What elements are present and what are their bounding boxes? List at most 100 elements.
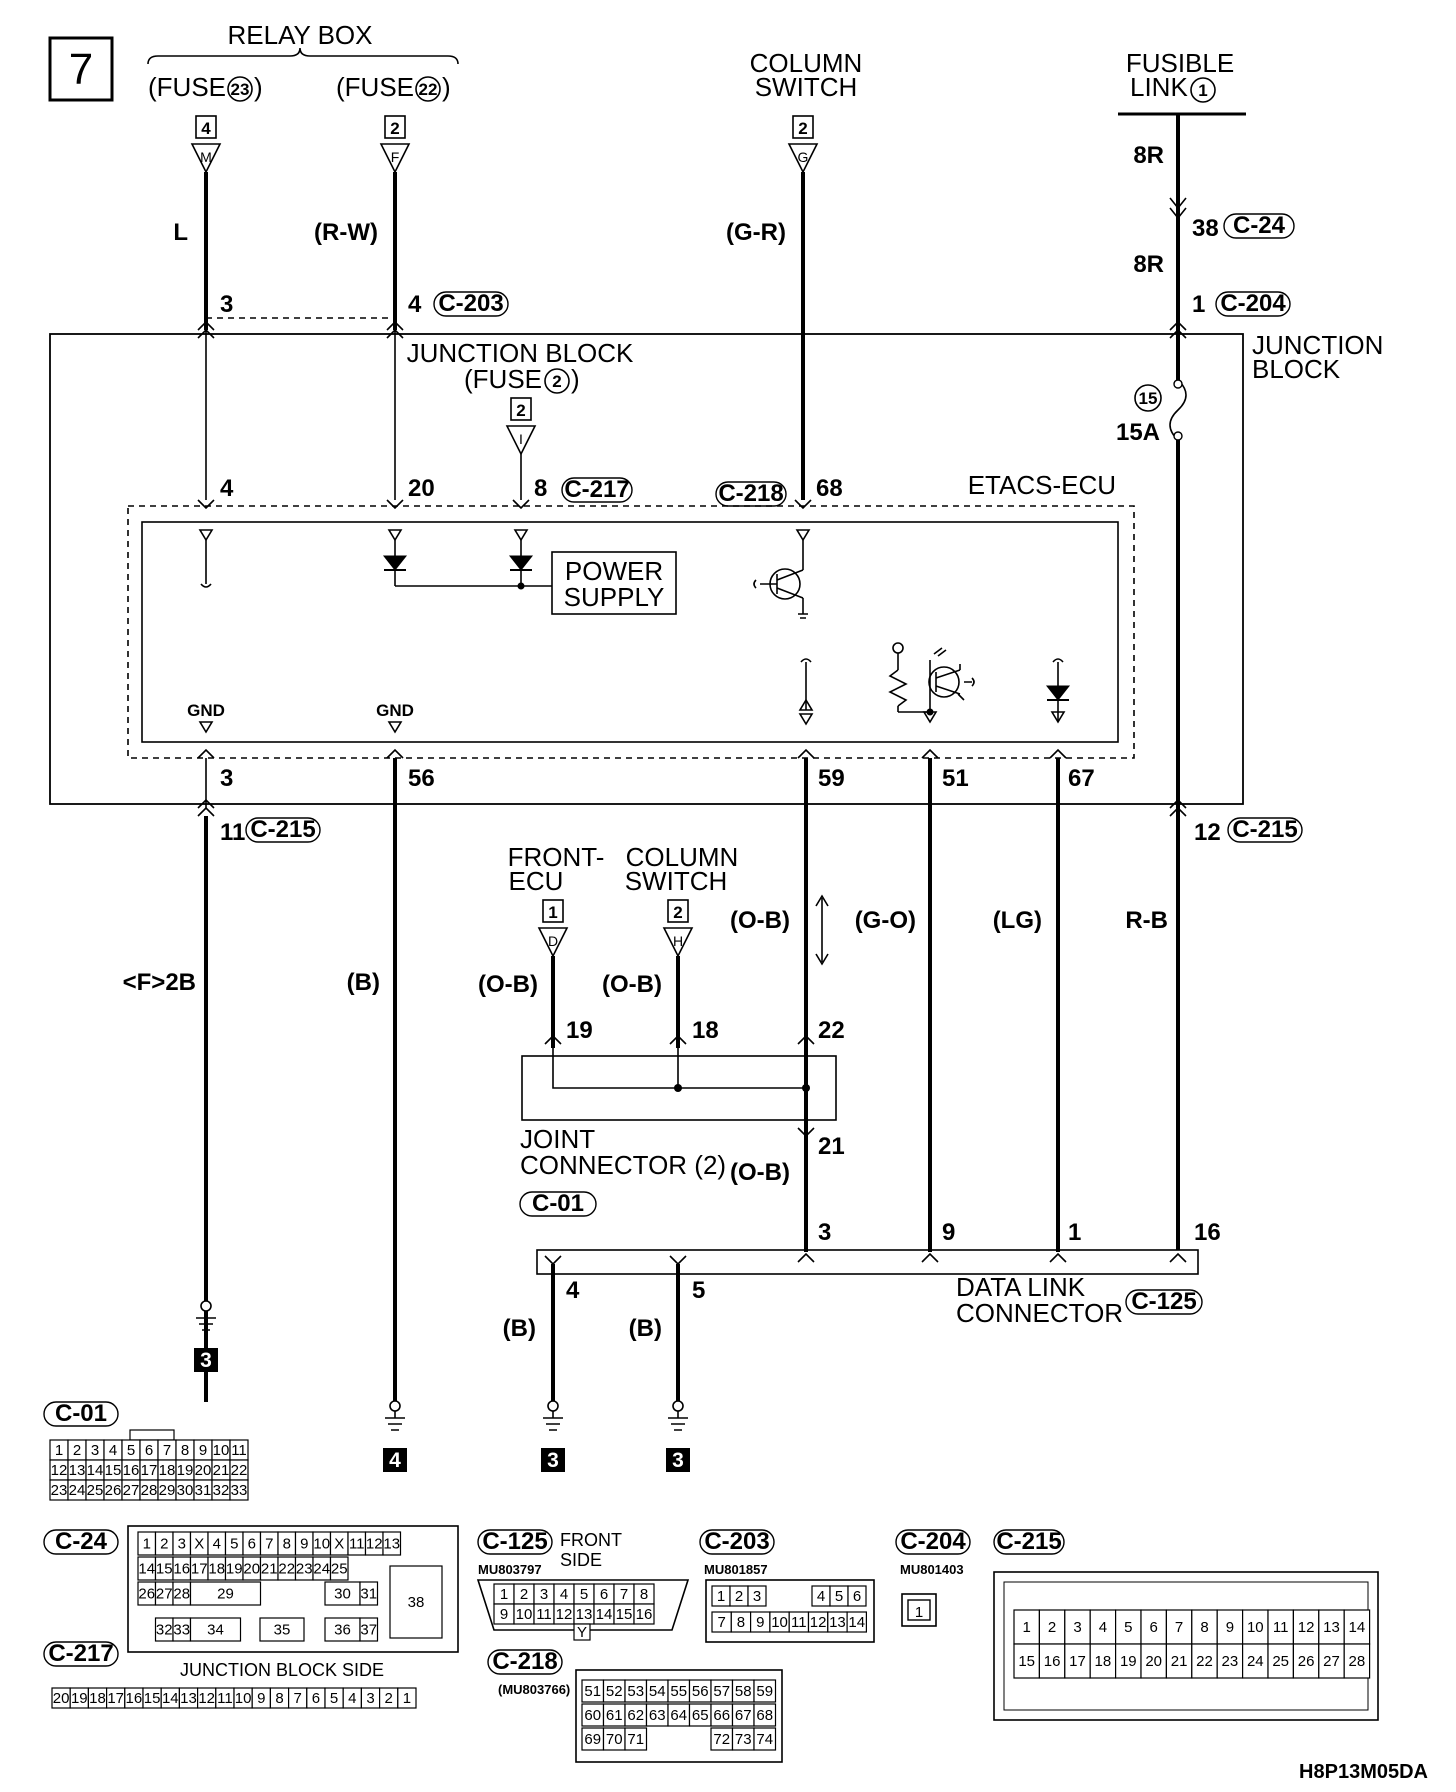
page-number: 7 bbox=[69, 45, 93, 94]
cv-c218-pin: 69 bbox=[584, 1731, 601, 1748]
pin-g-59: 59 bbox=[818, 765, 845, 792]
cv-c218-pin: 52 bbox=[606, 1683, 623, 1700]
fuse23-close: ) bbox=[254, 72, 263, 102]
cv-c218-pin: 63 bbox=[649, 1707, 666, 1724]
svg-text:C-217: C-217 bbox=[564, 476, 629, 503]
column-switch-label-1: COLUMN bbox=[750, 48, 863, 78]
ground-symbol-2: 4 bbox=[383, 1400, 407, 1472]
wire-label-lg: (LG) bbox=[993, 907, 1042, 934]
svg-text:C-01: C-01 bbox=[532, 1190, 584, 1217]
cv-c01-pin: 21 bbox=[213, 1462, 230, 1479]
cv-c24-pin: 38 bbox=[408, 1594, 425, 1611]
wire-label-8r-a: 8R bbox=[1133, 142, 1164, 169]
cv-c215-pin: 24 bbox=[1247, 1653, 1264, 1670]
cv-c215-cell bbox=[1089, 1643, 1117, 1679]
joint-dot-1 bbox=[674, 1084, 682, 1092]
svg-text:C-203: C-203 bbox=[438, 290, 503, 317]
cv-c24-pin: 29 bbox=[217, 1586, 234, 1603]
cv-c218-pin: 70 bbox=[606, 1731, 623, 1748]
cv-c203-pin: 10 bbox=[771, 1614, 788, 1631]
cv-c218-pin: 73 bbox=[735, 1731, 752, 1748]
connector-column-g: 2 G bbox=[787, 115, 819, 174]
fuse22-label: (FUSE bbox=[336, 72, 414, 102]
cv-c203-code: C-203 bbox=[699, 1528, 775, 1555]
column-switch-label-2: SWITCH bbox=[755, 72, 858, 102]
cv-c218-pin: 67 bbox=[735, 1707, 752, 1724]
cv-c215-pin: 2 bbox=[1048, 1619, 1056, 1636]
cv-c24-pin: 7 bbox=[265, 1536, 273, 1553]
cv-c01-cell bbox=[229, 1479, 249, 1501]
page-number-box bbox=[48, 36, 114, 102]
svg-text:4: 4 bbox=[201, 119, 211, 138]
cv-c217-pin: 12 bbox=[198, 1690, 215, 1707]
pin-jb-8: 8 bbox=[534, 475, 547, 502]
fuse15-end-bottom bbox=[1173, 431, 1183, 441]
pin-g-51: 51 bbox=[942, 765, 969, 792]
code-c203: C-203 bbox=[433, 290, 509, 317]
cv-c218-pin: 64 bbox=[670, 1707, 687, 1724]
fuse15-symbol bbox=[1169, 379, 1187, 441]
pin-g-3: 3 bbox=[220, 765, 233, 792]
column-switch2-label-2: SWITCH bbox=[625, 866, 728, 896]
cv-c01-pin: 7 bbox=[163, 1442, 171, 1459]
svg-text:C-125: C-125 bbox=[482, 1528, 547, 1555]
connector-front-ecu-d: 1 D bbox=[537, 899, 569, 958]
column-switch2-label-1: COLUMN bbox=[626, 842, 739, 872]
jb-pass-3 bbox=[1169, 320, 1187, 339]
fusible-link-label-2: LINK bbox=[1130, 72, 1188, 102]
cv-c203-cell bbox=[847, 1585, 867, 1607]
ground-symbol-1: 3 bbox=[194, 1300, 218, 1372]
cv-c01-pin: 29 bbox=[159, 1482, 176, 1499]
ground-symbol-3: 3 bbox=[541, 1400, 565, 1472]
cv-c215-cell bbox=[1267, 1643, 1294, 1679]
fuse15-circle bbox=[1134, 384, 1162, 412]
cv-c218-pin: 58 bbox=[735, 1683, 752, 1700]
cv-c24-pin: 6 bbox=[248, 1536, 256, 1553]
cv-c24-pin: 36 bbox=[334, 1622, 351, 1639]
cv-c125-pin: 5 bbox=[580, 1586, 588, 1603]
cv-c24-pin: 34 bbox=[207, 1622, 224, 1639]
cv-c125-pin: 3 bbox=[540, 1586, 548, 1603]
pin-1: 1 bbox=[1192, 291, 1205, 318]
cv-c125-pin: 14 bbox=[596, 1606, 613, 1623]
cv-c217-pin: 13 bbox=[180, 1690, 197, 1707]
pin-19: 19 bbox=[566, 1017, 593, 1044]
cv-c215-cell bbox=[1064, 1609, 1091, 1645]
data-link-connector-box bbox=[536, 1249, 1199, 1275]
cv-c24-pin: 14 bbox=[138, 1561, 155, 1578]
dlc-pin-9-arrow bbox=[921, 1252, 939, 1263]
svg-text:M: M bbox=[200, 149, 212, 165]
cv-c24-cell bbox=[389, 1565, 443, 1639]
pin-d-5: 5 bbox=[692, 1277, 705, 1304]
pin-d-16: 16 bbox=[1194, 1219, 1221, 1246]
cv-c125-pin: 16 bbox=[636, 1606, 653, 1623]
code-c204: C-204 bbox=[1215, 290, 1291, 317]
jb-pass-4 bbox=[197, 798, 215, 817]
etacs-label: ETACS-ECU bbox=[968, 470, 1116, 500]
cv-c217-pin: 2 bbox=[385, 1690, 393, 1707]
cv-c125-part: MU803797 bbox=[478, 1562, 542, 1577]
cv-c24-cell bbox=[359, 1617, 379, 1642]
svg-text:1: 1 bbox=[548, 903, 557, 922]
data-link-label-2: CONNECTOR bbox=[956, 1298, 1123, 1328]
jb-fuse-number: 2 bbox=[552, 372, 561, 391]
svg-text:2: 2 bbox=[798, 119, 807, 138]
cv-c125-pin: Y bbox=[577, 1624, 587, 1641]
cv-c01-code: C-01 bbox=[43, 1400, 119, 1427]
cv-c218-pin: 65 bbox=[692, 1707, 709, 1724]
junction-block-frame bbox=[49, 333, 1244, 805]
ground-symbol-4: 3 bbox=[666, 1400, 690, 1472]
cv-c125-pin: 9 bbox=[500, 1606, 508, 1623]
cv-c217-pin: 3 bbox=[366, 1690, 374, 1707]
wire-label-b-4: (B) bbox=[503, 1315, 536, 1342]
jb-pass-5 bbox=[1169, 798, 1187, 817]
cv-c217-pin: 6 bbox=[312, 1690, 320, 1707]
cv-c24-pin: 32 bbox=[156, 1622, 173, 1639]
cv-c24-pin: 25 bbox=[331, 1561, 348, 1578]
cv-c203-pin: 1 bbox=[717, 1588, 725, 1605]
cv-c24-pin: 4 bbox=[213, 1536, 221, 1553]
cv-c24-pin: 5 bbox=[230, 1536, 238, 1553]
cv-c24-pin: 9 bbox=[300, 1536, 308, 1553]
diagram-code: H8P13M05DA bbox=[1299, 1761, 1428, 1783]
